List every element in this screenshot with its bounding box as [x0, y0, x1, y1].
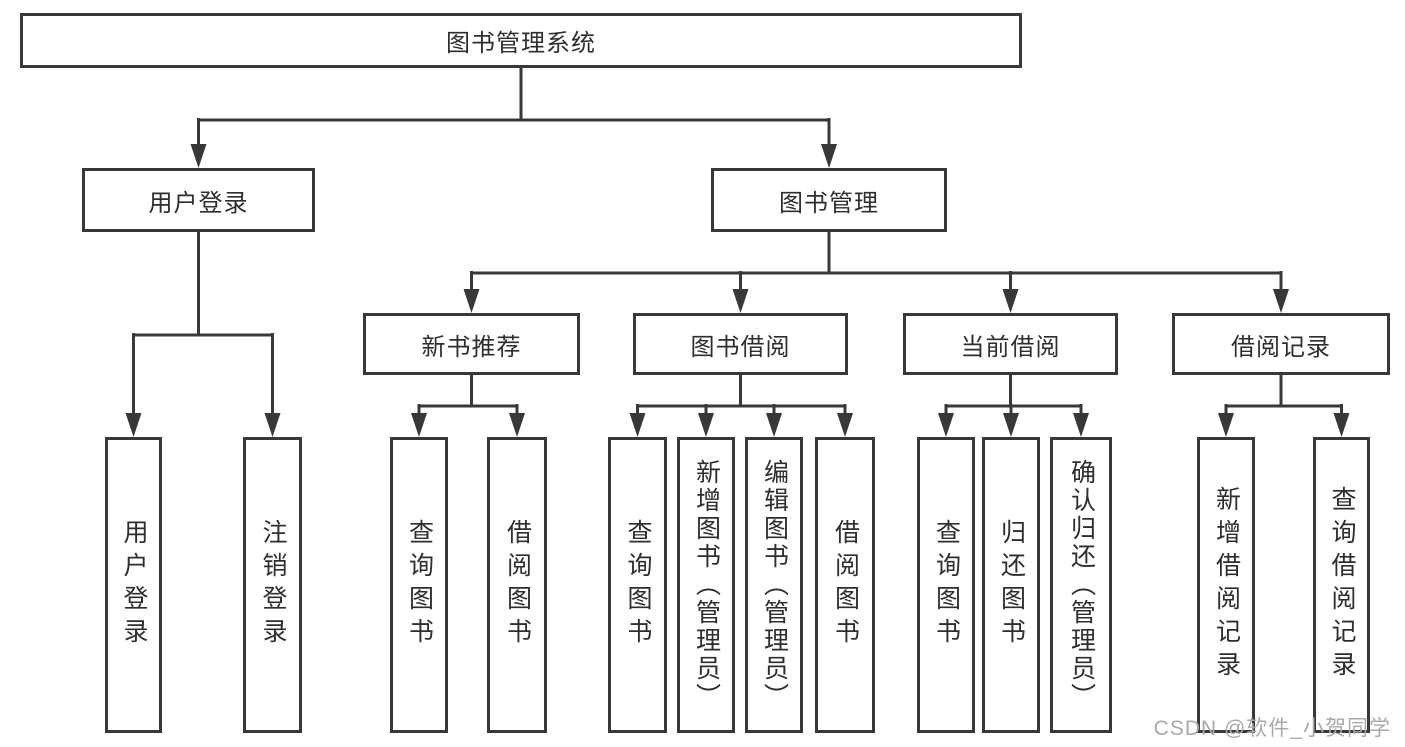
node-leaf-user-login: 用户登录	[105, 437, 162, 733]
node-leaf-query-books-1: 查询图书	[390, 437, 448, 733]
node-book-management: 图书管理	[711, 168, 947, 232]
node-leaf-return-books: 归还图书	[982, 437, 1040, 733]
node-leaf-borrow-books-1: 借阅图书	[487, 437, 547, 733]
node-borrow-records: 借阅记录	[1172, 313, 1390, 375]
node-user-login: 用户登录	[82, 168, 315, 232]
node-current-borrow: 当前借阅	[903, 313, 1118, 375]
node-label: 图书借阅	[690, 333, 791, 361]
node-label: 查询图书	[405, 519, 434, 651]
node-label: 编辑图书（管理员）	[760, 459, 789, 711]
node-leaf-logout: 注销登录	[243, 437, 302, 733]
node-leaf-query-books-2: 查询图书	[608, 437, 667, 733]
node-label: 注销登录	[259, 519, 287, 651]
node-label: 查询图书	[932, 519, 961, 651]
node-label: 归还图书	[997, 519, 1026, 651]
node-new-book-recommend: 新书推荐	[363, 313, 580, 375]
csdn-watermark: CSDN @软件_小贺同学	[1153, 717, 1391, 740]
node-leaf-confirm-return-admin: 确认归还（管理员）	[1050, 437, 1112, 733]
node-label: 用户登录	[120, 519, 148, 651]
node-label: 借阅图书	[503, 519, 532, 651]
node-leaf-query-borrow-record: 查询借阅记录	[1313, 437, 1370, 733]
node-label: 确认归还（管理员）	[1067, 459, 1096, 711]
node-label: 借阅记录	[1231, 333, 1331, 361]
node-book-borrow: 图书借阅	[633, 313, 848, 375]
node-label: 查询图书	[624, 519, 652, 651]
node-leaf-add-books-admin: 新增图书（管理员）	[677, 437, 735, 733]
node-label: 查询借阅记录	[1328, 486, 1356, 684]
node-root-library-system: 图书管理系统	[20, 13, 1022, 68]
node-leaf-query-books-3: 查询图书	[917, 437, 975, 733]
node-leaf-edit-books-admin: 编辑图书（管理员）	[745, 437, 803, 733]
node-label: 图书管理系统	[446, 30, 596, 57]
node-label: 新增图书（管理员）	[692, 459, 721, 711]
node-label: 当前借阅	[960, 333, 1061, 361]
node-label: 图书管理	[779, 189, 879, 217]
node-leaf-add-borrow-record: 新增借阅记录	[1197, 437, 1255, 733]
node-label: 新增借阅记录	[1212, 486, 1241, 684]
node-label: 新书推荐	[421, 333, 522, 361]
node-leaf-borrow-books-2: 借阅图书	[815, 437, 875, 733]
node-label: 用户登录	[148, 189, 249, 217]
node-label: 借阅图书	[831, 519, 860, 651]
